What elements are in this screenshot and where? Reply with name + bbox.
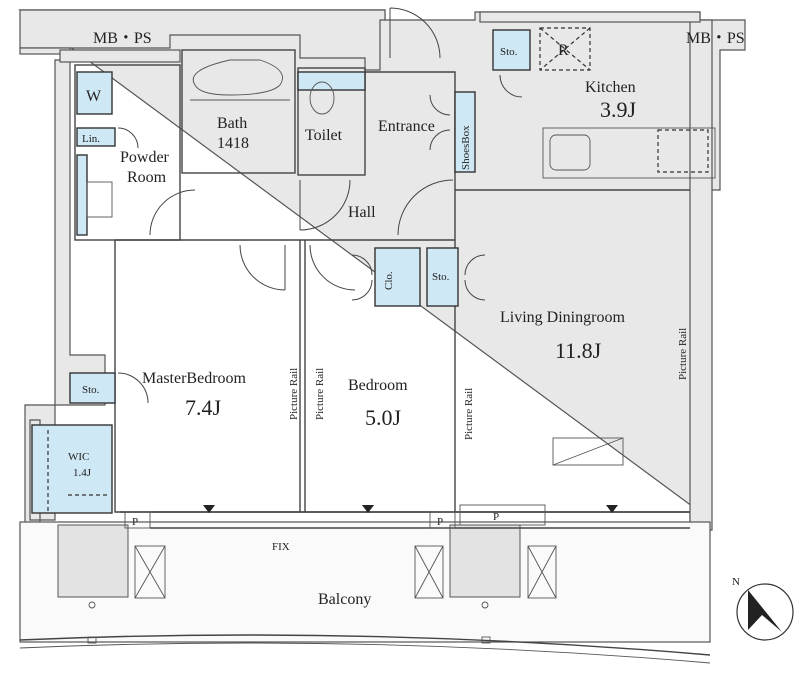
bedroom-label: Bedroom [348, 377, 408, 394]
bedroom-size: 5.0J [365, 405, 402, 430]
washer-space [76, 71, 113, 115]
balcony-label: Balcony [318, 591, 371, 608]
picture-rail-label: Picture Rail [677, 328, 689, 380]
wic-label: WIC [68, 451, 89, 463]
fridge-label: R [558, 42, 569, 59]
doors [117, 7, 523, 404]
pipe-space-label: P [437, 516, 443, 528]
balcony-area [19, 521, 711, 664]
toilet-label: Toilet [305, 127, 343, 144]
north-label: N [732, 576, 740, 588]
mbps-left-label: MB・PS [93, 30, 152, 47]
picture-rail-label: Picture Rail [314, 368, 326, 420]
wic-size: 1.4J [73, 467, 92, 479]
north-compass: N [732, 576, 794, 641]
fix-window-label: FIX [272, 541, 290, 553]
bath-label: Bath [217, 115, 247, 132]
linen-label: Lin. [82, 133, 100, 145]
kitchen-storage-label: Sto. [500, 46, 518, 58]
fixtures [31, 27, 716, 529]
hall-label: Hall [348, 204, 376, 221]
washer-label: W [86, 88, 102, 105]
shoes-box-label: ShoesBox [460, 125, 472, 170]
powder-room-label: Powder [120, 149, 170, 166]
closet-storage-label: Sto. [432, 271, 450, 283]
labels: MB・PS MB・PS Sto. R Kitchen 3.9J W Lin. P… [68, 30, 745, 608]
mbps-right-label: MB・PS [686, 30, 745, 47]
master-storage-label: Sto. [82, 384, 100, 396]
living-size: 11.8J [555, 338, 602, 363]
pipe-space-label: P [132, 516, 138, 528]
master-bedroom-label: MasterBedroom [142, 370, 247, 387]
master-bedroom-size: 7.4J [185, 395, 222, 420]
entrance-label: Entrance [378, 118, 435, 135]
powder-room-label-2: Room [127, 169, 167, 186]
bath-size: 1418 [217, 135, 249, 152]
picture-rail-label: Picture Rail [463, 388, 475, 440]
closet-label: Clo. [383, 271, 395, 290]
living-label: Living Diningroom [500, 309, 625, 326]
picture-rail-label: Picture Rail [288, 368, 300, 420]
pipe-space-label: P [493, 511, 499, 523]
interior-walls [74, 49, 690, 529]
kitchen-label: Kitchen [585, 79, 636, 96]
kitchen-size: 3.9J [600, 97, 637, 122]
